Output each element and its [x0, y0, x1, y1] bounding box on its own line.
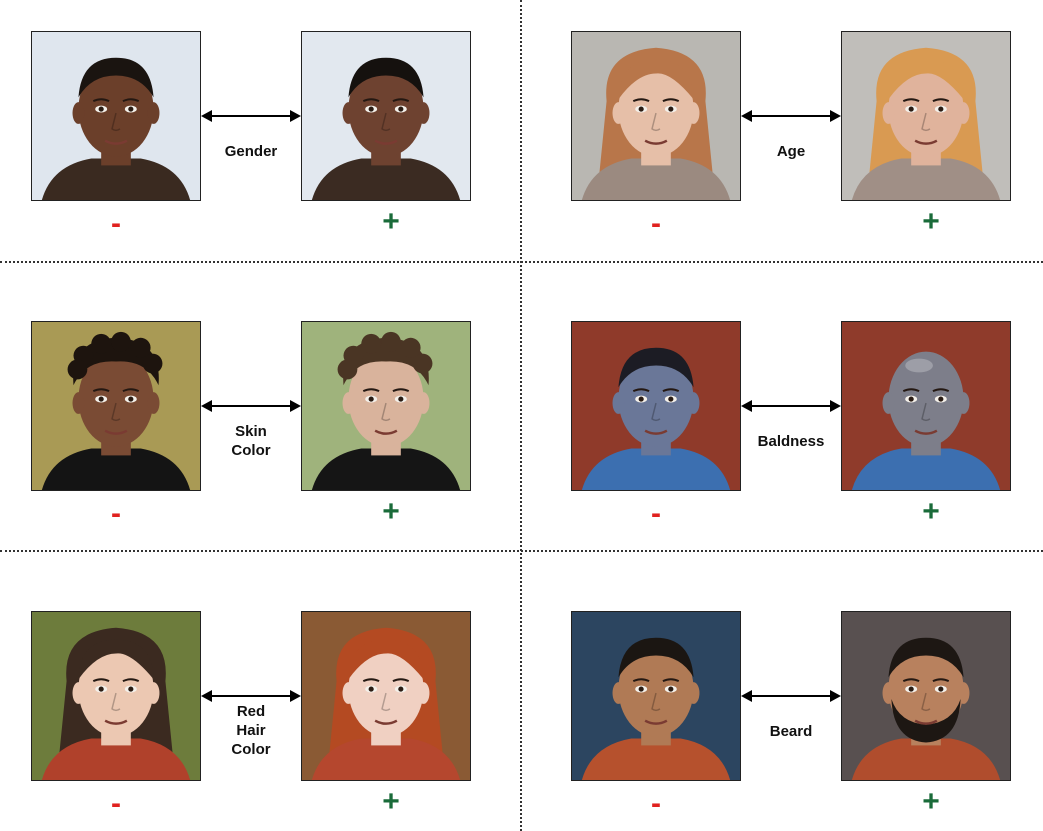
panel-1-attribute-label: Gender	[224, 143, 278, 160]
panel-5-minus-sign: -	[111, 787, 121, 820]
panel-5-plus-sign: +	[382, 785, 400, 818]
panel-5-plus-face-image	[301, 611, 471, 781]
panel-1-minus-face-image	[31, 31, 201, 201]
panel-4-minus-face-image	[571, 321, 741, 491]
panel-3-attribute-label: Skin Color	[231, 423, 271, 459]
horizontal-divider-1	[0, 261, 1043, 263]
panel-6-minus-sign: -	[651, 787, 661, 820]
panel-4-minus-sign: -	[651, 497, 661, 530]
panel-1-minus-sign: -	[111, 207, 121, 240]
panel-4-double-arrow-icon	[741, 398, 841, 414]
panel-1-plus-sign: +	[382, 205, 400, 238]
panel-2-attribute-label: Age	[776, 143, 806, 160]
panel-5-minus-face-image	[31, 611, 201, 781]
panel-6-attribute-label: Beard	[769, 723, 813, 740]
panel-6-double-arrow-icon	[741, 688, 841, 704]
panel-3-minus-sign: -	[111, 497, 121, 530]
panel-6-minus-face-image	[571, 611, 741, 781]
panel-2-plus-sign: +	[922, 205, 940, 238]
panel-3-plus-sign: +	[382, 495, 400, 528]
panel-5-double-arrow-icon	[201, 688, 301, 704]
panel-6-plus-sign: +	[922, 785, 940, 818]
panel-2-minus-face-image	[571, 31, 741, 201]
panel-3-double-arrow-icon	[201, 398, 301, 414]
panel-4-plus-sign: +	[922, 495, 940, 528]
panel-6-plus-face-image	[841, 611, 1011, 781]
panel-1-plus-face-image	[301, 31, 471, 201]
panel-3-minus-face-image	[31, 321, 201, 491]
panel-2-double-arrow-icon	[741, 108, 841, 124]
panel-5-attribute-label: Red Hair Color	[231, 703, 271, 758]
panel-4-attribute-label: Baldness	[757, 433, 825, 450]
horizontal-divider-2	[0, 550, 1043, 552]
panel-4-plus-face-image	[841, 321, 1011, 491]
panel-1-double-arrow-icon	[201, 108, 301, 124]
vertical-divider	[520, 0, 522, 831]
panel-3-plus-face-image	[301, 321, 471, 491]
panel-2-minus-sign: -	[651, 207, 661, 240]
panel-2-plus-face-image	[841, 31, 1011, 201]
